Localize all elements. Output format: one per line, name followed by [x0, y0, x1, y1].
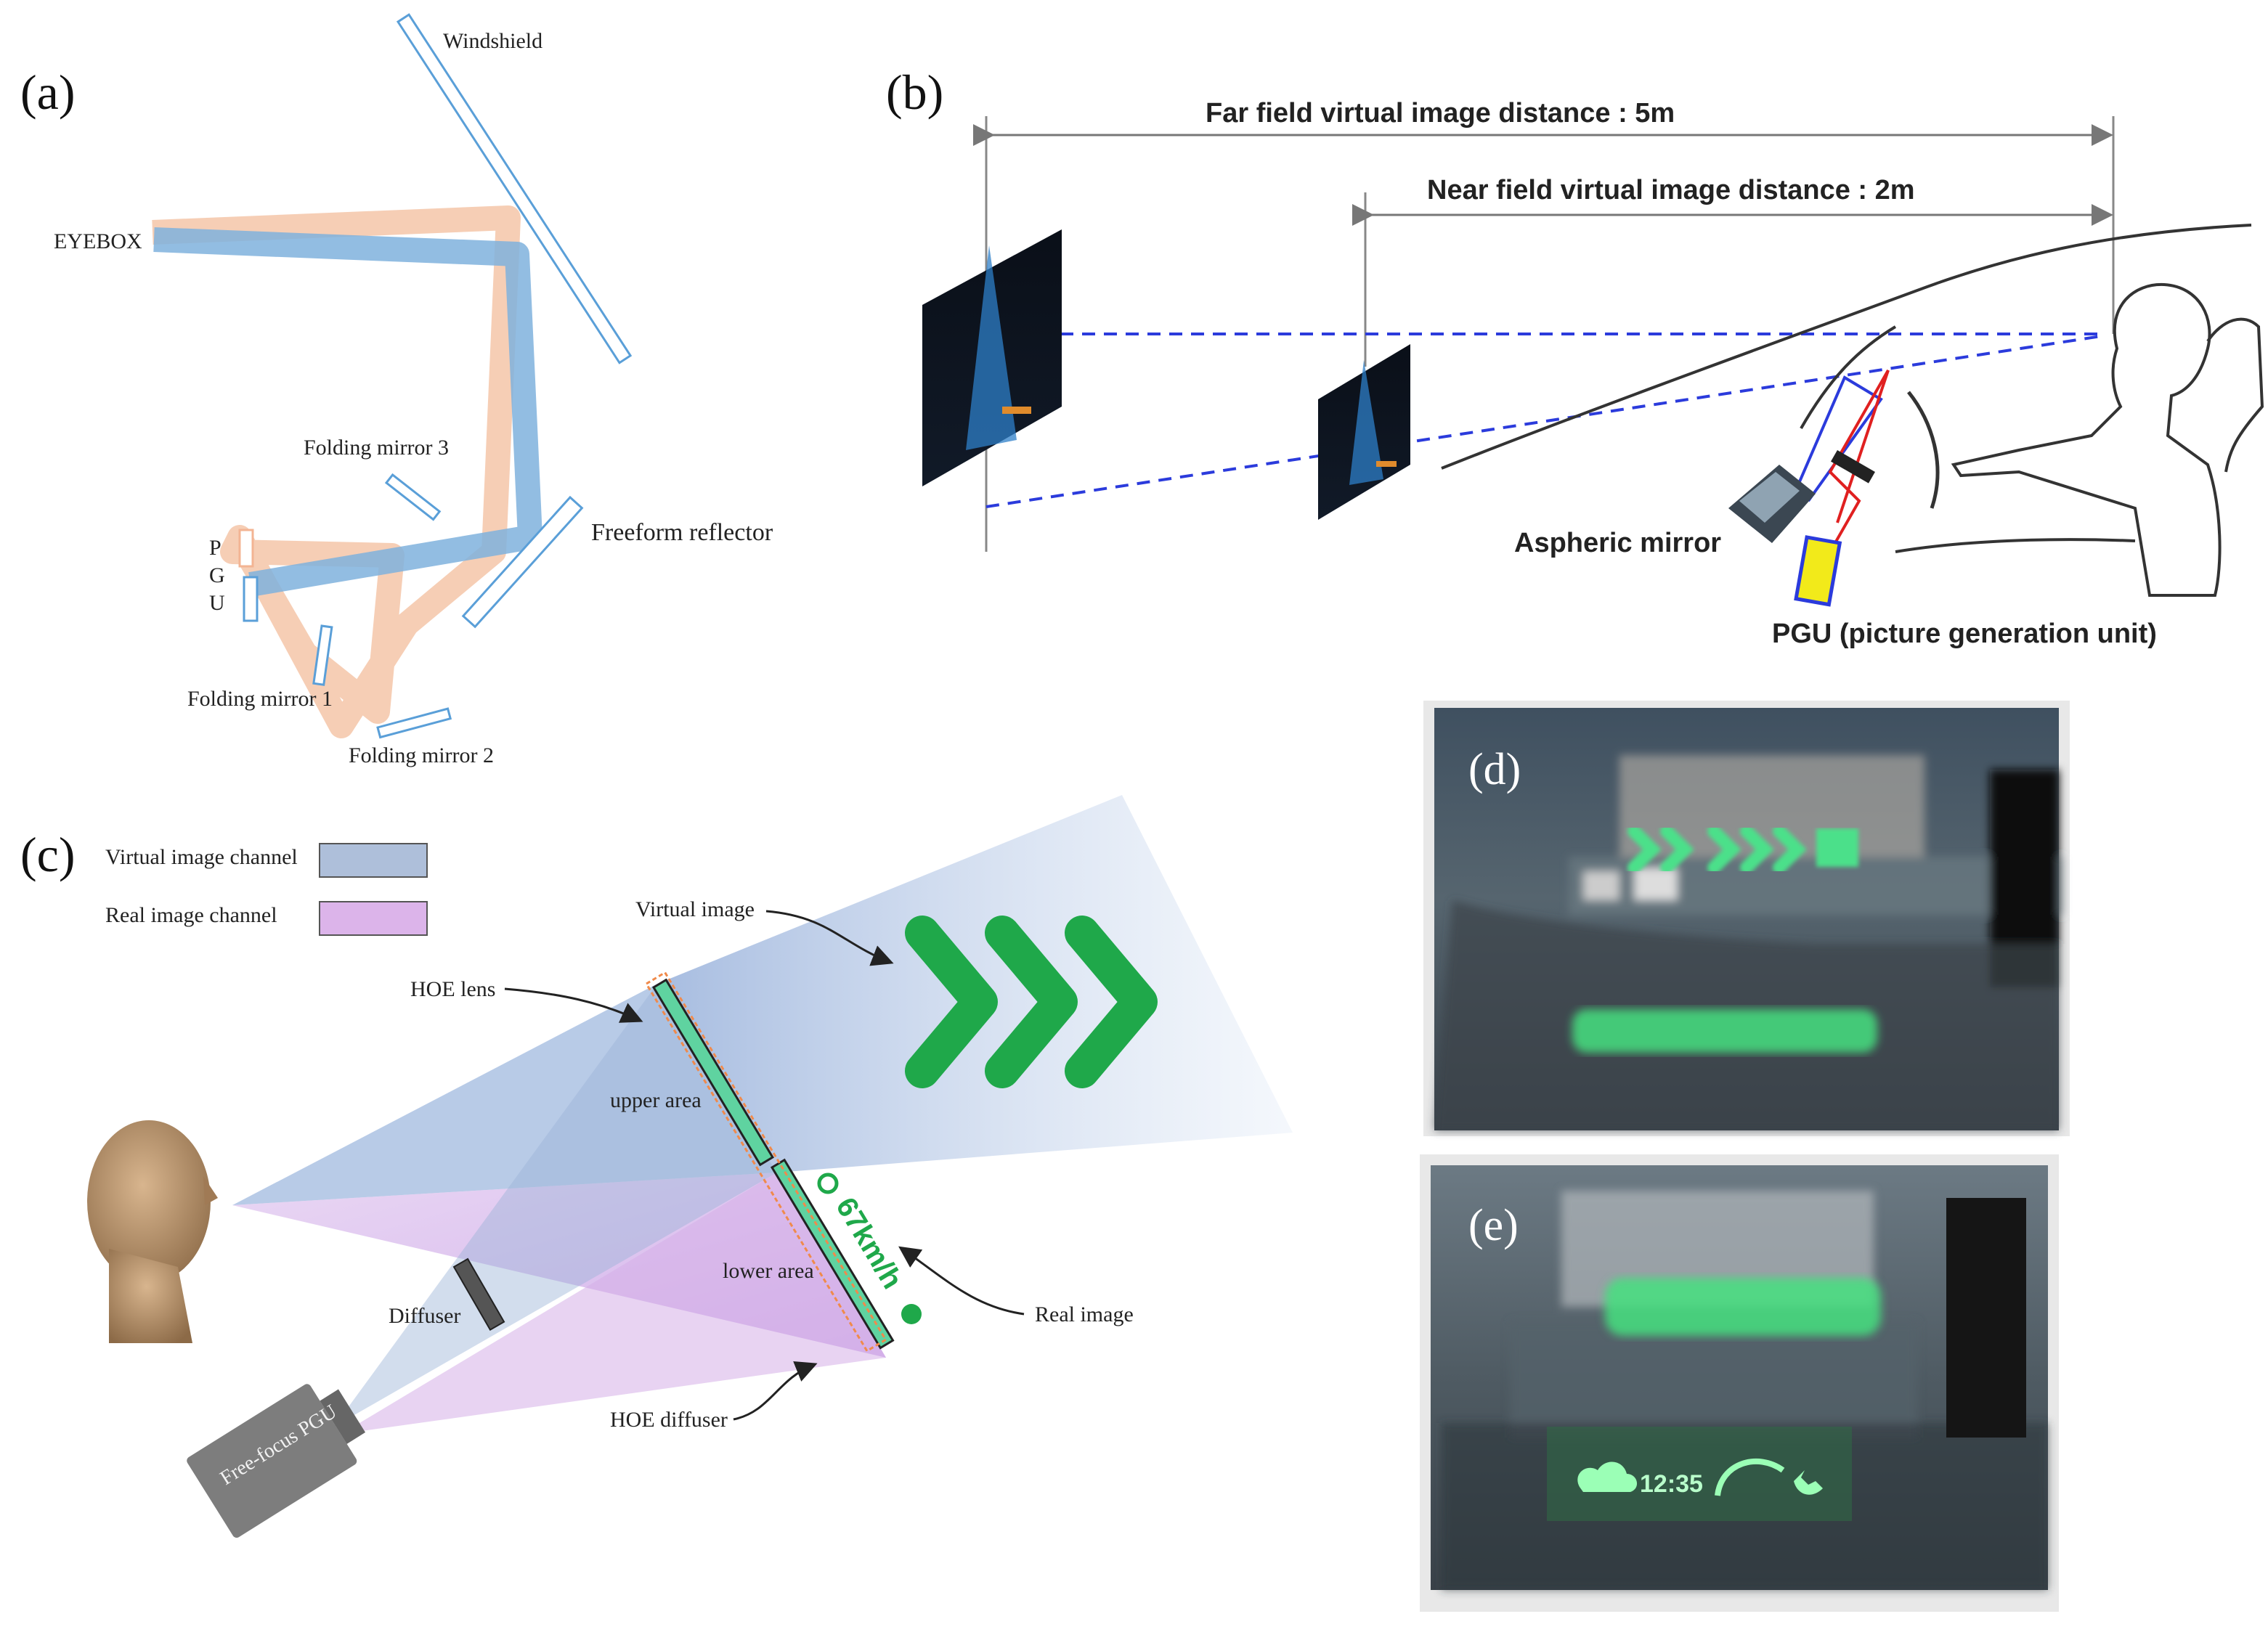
folding-mirror-b: [1831, 450, 1875, 484]
photo-e-hud-top: [1605, 1278, 1881, 1336]
hoe-diffuser-pointer: [733, 1361, 818, 1421]
panel-d-label: (d): [1468, 745, 1521, 794]
real-image-beam: [152, 205, 521, 738]
real-image-label: Real image: [1035, 1302, 1134, 1326]
pgu-real-projection: [341, 1173, 886, 1434]
near-field-label: Near field virtual image distance : 2m: [1427, 175, 1915, 205]
pgu-letter-u: U: [209, 591, 225, 615]
phone-icon: [1794, 1470, 1823, 1495]
panel-b: (b) Far field virtual image distance : 5…: [886, 65, 2264, 649]
folding-mirror-3-label: Folding mirror 3: [304, 436, 449, 460]
photo-e-post: [1946, 1198, 2026, 1438]
folding-mirror-3: [384, 473, 442, 521]
pgu-block: [238, 529, 254, 568]
hoe-diffuser-label: HOE diffuser: [610, 1408, 728, 1432]
pgu-letter-g: G: [209, 563, 225, 587]
windshield-line: [1800, 325, 1897, 429]
upper-area-label: upper area: [610, 1088, 702, 1112]
photo-d-hud-bottom: [1572, 1009, 1877, 1053]
panel-d: (d): [1423, 701, 2070, 1136]
panel-b-label: (b): [886, 65, 943, 120]
aspheric-mirror-label: Aspheric mirror: [1514, 528, 1721, 558]
hoe-element: [644, 971, 895, 1353]
windshield-label: Windshield: [443, 29, 542, 53]
freeform-reflector-label: Freeform reflector: [591, 519, 773, 546]
steering-wheel: [1907, 391, 1940, 509]
clock-readout: 12:35: [1640, 1470, 1703, 1498]
legend-real-label: Real image channel: [105, 903, 277, 927]
legend-virtual-swatch: [319, 843, 428, 878]
pgu-letter-p: P: [209, 536, 221, 560]
hoe-lens-label: HOE lens: [410, 977, 495, 1001]
folding-mirror-2-label: Folding mirror 2: [349, 743, 494, 767]
car-roof-line: [1441, 224, 2252, 470]
hoe-lens-upper: [651, 978, 774, 1167]
pgu-box: [1794, 535, 1842, 607]
folding-mirror-1: [312, 624, 333, 686]
photo-d-hud-top: [1627, 825, 1858, 874]
real-image-pointer: [898, 1246, 1025, 1316]
folding-mirror-2: [376, 707, 452, 739]
blue-ray: [1785, 375, 1883, 513]
virtual-channel-triangle: [232, 984, 777, 1205]
speed-icon-top: [817, 1173, 839, 1194]
legend-virtual-label: Virtual image channel: [105, 845, 298, 869]
speed-icon-bottom: [901, 1304, 922, 1324]
folding-mirror-1-label: Folding mirror 1: [187, 687, 333, 711]
aspheric-mirror: [1728, 465, 1816, 543]
pgu-block-2: [243, 576, 259, 622]
panel-c: (c) Virtual image channel Real image cha…: [20, 795, 1293, 1538]
legend-real-swatch: [319, 901, 428, 936]
freeform-reflector: [461, 495, 584, 629]
red-ray: [1828, 370, 1890, 553]
dashboard-line: [1895, 538, 2136, 553]
far-virtual-image: [922, 229, 1062, 486]
seat-outline: [2206, 317, 2264, 473]
virtual-image-beam: [153, 227, 542, 597]
photo-e-hud-bottom: 12:35: [1547, 1427, 1852, 1521]
pgu-virtual-projection: [334, 984, 777, 1427]
near-virtual-image: [1318, 344, 1410, 520]
hoe-lens-pointer: [504, 987, 643, 1023]
diffuser-label: Diffuser: [389, 1304, 460, 1328]
panel-a-label: (a): [20, 65, 75, 120]
eyebox-label: EYEBOX: [54, 229, 142, 253]
virtual-image-chevrons: [905, 916, 1158, 1088]
virtual-image-pointer: [765, 910, 894, 966]
lower-area-label: lower area: [723, 1259, 814, 1283]
far-field-label: Far field virtual image distance : 5m: [1206, 98, 1675, 129]
hoe-lens-lower: [770, 1158, 895, 1350]
free-focus-pgu: Free-focus PGU: [187, 1384, 366, 1538]
windshield: [396, 13, 633, 364]
near-ray: [985, 334, 2107, 508]
driver-outline: [1951, 282, 2222, 597]
panel-c-label: (c): [20, 827, 75, 882]
diffuser: [452, 1257, 505, 1331]
speedometer-icon: [1715, 1458, 1785, 1496]
panel-e-label: (e): [1468, 1201, 1519, 1250]
weather-icon: [1577, 1461, 1638, 1492]
panel-e: 12:35 (e): [1420, 1154, 2059, 1612]
panel-a: (a) Windshield EYEBOX Folding mirror 3 F…: [20, 13, 773, 767]
pgu-label: PGU (picture generation unit): [1772, 619, 2157, 649]
virtual-image-label: Virtual image: [635, 897, 755, 921]
viewer-head: [87, 1120, 218, 1343]
